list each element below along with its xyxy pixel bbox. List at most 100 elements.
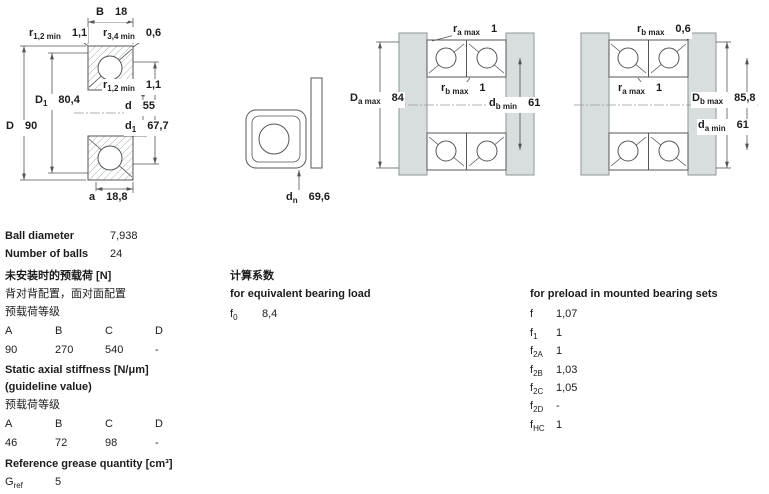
stiffness-guideline-label: (guideline value) <box>5 381 92 393</box>
dim-rb-max-pair1: rb max 1 <box>440 82 487 99</box>
dim-symbol: ra max <box>618 82 645 97</box>
dim-Da-max: Da max 84 <box>349 92 405 109</box>
number-of-balls-label: Number of balls <box>5 248 89 260</box>
stiffness-value-c: 98 <box>105 437 118 449</box>
dim-a: a 18,8 <box>88 191 129 208</box>
dim-r12-min-top: r1,2 min 1,1 <box>28 27 89 44</box>
dim-symbol: a <box>89 191 96 203</box>
dim-r34-min: r3,4 min 0,6 <box>102 27 163 44</box>
preload-value-b: 270 <box>55 344 74 356</box>
dim-symbol: r1,2 min <box>29 27 61 42</box>
dim-value: 80,4 <box>58 94 80 106</box>
grease-ref-label: Gref <box>5 476 23 491</box>
dim-value: 69,6 <box>308 191 331 203</box>
stiffness-value-b: 72 <box>55 437 68 449</box>
dim-symbol: dn <box>286 191 298 206</box>
dim-ra-max-pair1: ra max 1 <box>452 23 499 40</box>
grease-quantity-header: Reference grease quantity [cm³] <box>5 458 173 470</box>
dim-ra-max-pair2: ra max 1 <box>617 82 664 99</box>
preload-col-c: C <box>105 325 113 337</box>
ball-diameter-value: 7,938 <box>110 230 138 242</box>
factor-f-label: f <box>530 308 534 320</box>
factor-f2d-value: - <box>556 400 560 412</box>
stiffness-col-c: C <box>105 418 113 430</box>
dim-symbol: db min <box>489 97 518 112</box>
preload-col-a: A <box>5 325 13 337</box>
factor-f2c-value: 1,05 <box>556 382 578 394</box>
preload-grade-label: 预载荷等级 <box>5 306 60 318</box>
dim-value: 84 <box>391 92 404 104</box>
dim-symbol: da min <box>698 119 726 134</box>
dim-symbol: Da max <box>350 92 381 107</box>
stiffness-col-d: D <box>155 418 163 430</box>
dim-symbol: rb max <box>441 82 469 97</box>
factor-f1-label: f1 <box>530 327 538 342</box>
preload-header: 未安装时的预载荷 [N] <box>5 270 112 282</box>
dim-value: 1 <box>479 82 486 94</box>
dim-symbol: rb max <box>637 23 665 38</box>
dim-value: 90 <box>24 120 38 132</box>
factor-f2a-value: 1 <box>556 345 563 357</box>
dim-symbol: D1 <box>35 94 48 109</box>
dim-value: 0,6 <box>675 23 691 35</box>
dim-dn: dn 69,6 <box>285 191 332 208</box>
stiffness-header: Static axial stiffness [N/μm] <box>5 364 149 376</box>
dim-value: 1,1 <box>145 79 162 91</box>
factor-f2d-label: f2D <box>530 400 544 415</box>
dim-symbol: d <box>125 100 132 112</box>
ball-diameter-label: Ball diameter <box>5 230 75 242</box>
preload-value-c: 540 <box>105 344 124 356</box>
dim-value: 61 <box>528 97 541 109</box>
factor-fhc-label: fHC <box>530 419 545 434</box>
dim-symbol: d1 <box>125 120 137 135</box>
dim-D1: D1 80,4 <box>34 94 81 111</box>
preload-sets-header: for preload in mounted bearing sets <box>530 288 718 300</box>
bearing-mounting-detail-drawing <box>245 77 323 190</box>
grease-ref-value: 5 <box>55 476 62 488</box>
factor-f1-value: 1 <box>556 327 563 339</box>
stiffness-col-b: B <box>55 418 63 430</box>
dim-symbol: r3,4 min <box>103 27 135 42</box>
dim-value: 1 <box>655 82 663 94</box>
dim-da-min: da min 61 <box>697 119 750 136</box>
factor-f2b-label: f2B <box>530 364 543 379</box>
dim-value: 0,6 <box>145 27 162 39</box>
dim-value: 1 <box>490 23 498 35</box>
stiffness-value-a: 46 <box>5 437 18 449</box>
preload-arrangement-label: 背对背配置，面对面配置 <box>5 288 126 300</box>
technical-drawings <box>20 18 758 193</box>
preload-values-row: 90 270 540 - <box>5 344 205 357</box>
preload-col-b: B <box>55 325 63 337</box>
dim-value: 67,7 <box>147 120 169 132</box>
stiffness-values-row: 46 72 98 - <box>5 437 205 450</box>
dim-D: D 90 <box>5 120 39 137</box>
preload-value-a: 90 <box>5 344 18 356</box>
dim-value: 18,8 <box>106 191 128 203</box>
dim-symbol: D <box>6 120 14 132</box>
factor-f2a-label: f2A <box>530 345 543 360</box>
dim-symbol: ra max <box>453 23 480 38</box>
equivalent-load-header: for equivalent bearing load <box>230 288 371 300</box>
dim-value: 85,8 <box>734 92 756 104</box>
factor-f-value: 1,07 <box>556 308 578 320</box>
factor-f2b-value: 1,03 <box>556 364 578 376</box>
stiffness-value-d: - <box>155 437 159 449</box>
dim-value: 61 <box>736 119 749 131</box>
calculation-factors-header: 计算系数 <box>230 270 274 282</box>
dim-value: 1,1 <box>71 27 88 39</box>
factor-f0-label: f0 <box>230 308 238 323</box>
preload-value-d: - <box>155 344 159 356</box>
factor-fhc-value: 1 <box>556 419 563 431</box>
stiffness-grade-label: 预载荷等级 <box>5 399 60 411</box>
dim-d1: d1 67,7 <box>124 120 170 137</box>
factor-f2c-label: f2C <box>530 382 544 397</box>
factor-f0-value: 8,4 <box>262 308 278 320</box>
dim-symbol: B <box>96 6 104 18</box>
